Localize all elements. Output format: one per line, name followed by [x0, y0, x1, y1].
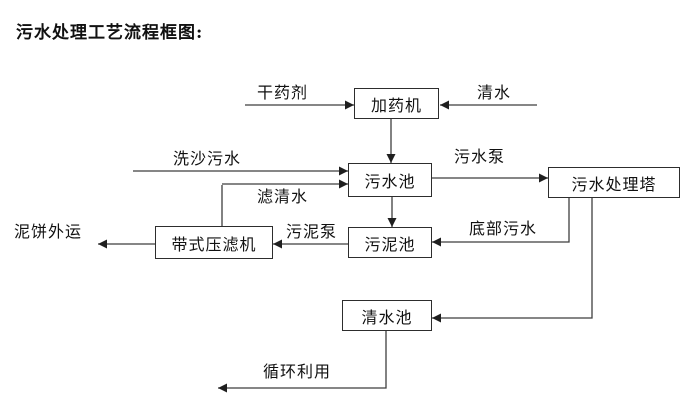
node-clean-water-pool-label: 清水池 — [361, 307, 413, 327]
edge-label-recycle-use: 循环利用 — [263, 362, 332, 381]
node-sludge-pool-label: 污泥池 — [364, 234, 416, 254]
node-sludge-pool: 污泥池 — [348, 227, 432, 258]
node-treatment-tower: 污水处理塔 — [548, 167, 680, 198]
node-clean-water-pool: 清水池 — [342, 300, 432, 331]
node-belt-filter-press-label: 带式压滤机 — [171, 234, 257, 254]
edge-label-sludge-pump: 污泥泵 — [286, 222, 338, 241]
edge-label-bottom-sewage: 底部污水 — [469, 219, 538, 238]
node-dosing-machine: 加药机 — [354, 88, 439, 119]
node-sewage-pool-label: 污水池 — [364, 172, 416, 191]
page-title: 污水处理工艺流程框图: — [16, 23, 204, 43]
node-dosing-machine-label: 加药机 — [370, 95, 422, 115]
node-sewage-pool: 污水池 — [348, 163, 432, 197]
edge-label-mud-cake-out: 泥饼外运 — [14, 222, 83, 241]
edge-label-filtered-water: 滤清水 — [257, 187, 309, 206]
edge-label-dry-agent: 干药剂 — [257, 83, 309, 102]
arrow-clean-water-pool-to-recycle — [218, 331, 387, 393]
arrow-tower-to-clean-water-pool — [432, 198, 593, 323]
edge-label-sewage-pump: 污水泵 — [454, 147, 506, 166]
edge-label-sand-washing-sewage: 洗沙污水 — [173, 149, 242, 168]
arrow-tower-bottom-sewage-to-sludge-pool — [432, 198, 570, 247]
edge-label-clean-water: 清水 — [477, 83, 512, 102]
node-belt-filter-press: 带式压滤机 — [155, 226, 273, 259]
node-treatment-tower-label: 污水处理塔 — [571, 174, 657, 194]
